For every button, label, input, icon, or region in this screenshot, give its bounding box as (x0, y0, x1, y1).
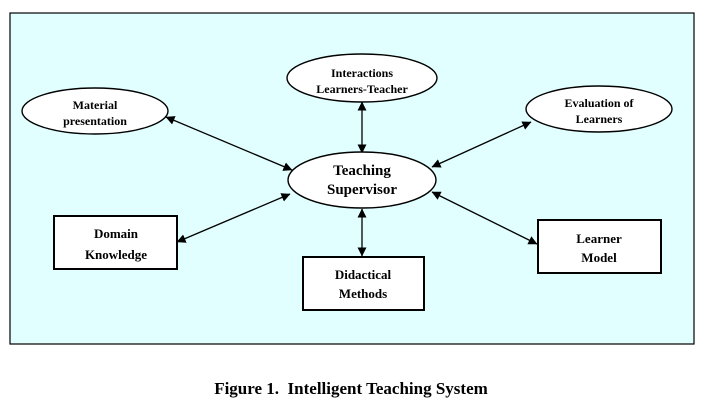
connector-evaluation (431, 121, 532, 168)
evaluation-line-1: Evaluation of (564, 96, 634, 110)
domain-knowledge-line-1: Domain (94, 226, 139, 241)
learner-model-line-1: Learner (576, 231, 622, 246)
diagram-canvas: Teaching Supervisor Interactions Learner… (9, 12, 695, 345)
interactions-line-2: Learners-Teacher (316, 82, 408, 96)
didactical-methods-line-2: Methods (339, 286, 387, 301)
node-teaching-supervisor: Teaching Supervisor (287, 151, 437, 209)
learner-model-line-2: Model (581, 250, 617, 265)
node-material-presentation: Material presentation (21, 87, 169, 135)
node-didactical-methods: Didactical Methods (302, 256, 425, 311)
interactions-line-1: Interactions (331, 66, 393, 80)
material-presentation-line-1: Material (73, 98, 118, 112)
connectors (165, 101, 538, 257)
teaching-supervisor-line-1: Teaching (333, 163, 391, 179)
node-evaluation-of-learners: Evaluation of Learners (525, 85, 673, 133)
domain-knowledge-line-2: Knowledge (85, 247, 147, 262)
evaluation-line-2: Learners (576, 112, 623, 126)
figure-caption: Figure 1. Intelligent Teaching System (214, 379, 488, 398)
connector-learner-model (431, 191, 538, 245)
node-learner-model: Learner Model (537, 219, 662, 274)
node-interactions: Interactions Learners-Teacher (286, 53, 438, 103)
connector-material-presentation (165, 116, 293, 171)
material-presentation-line-2: presentation (63, 114, 127, 128)
didactical-methods-line-1: Didactical (335, 267, 392, 282)
connector-domain-knowledge (176, 193, 291, 243)
node-domain-knowledge: Domain Knowledge (53, 215, 178, 270)
teaching-supervisor-line-2: Supervisor (327, 182, 397, 198)
